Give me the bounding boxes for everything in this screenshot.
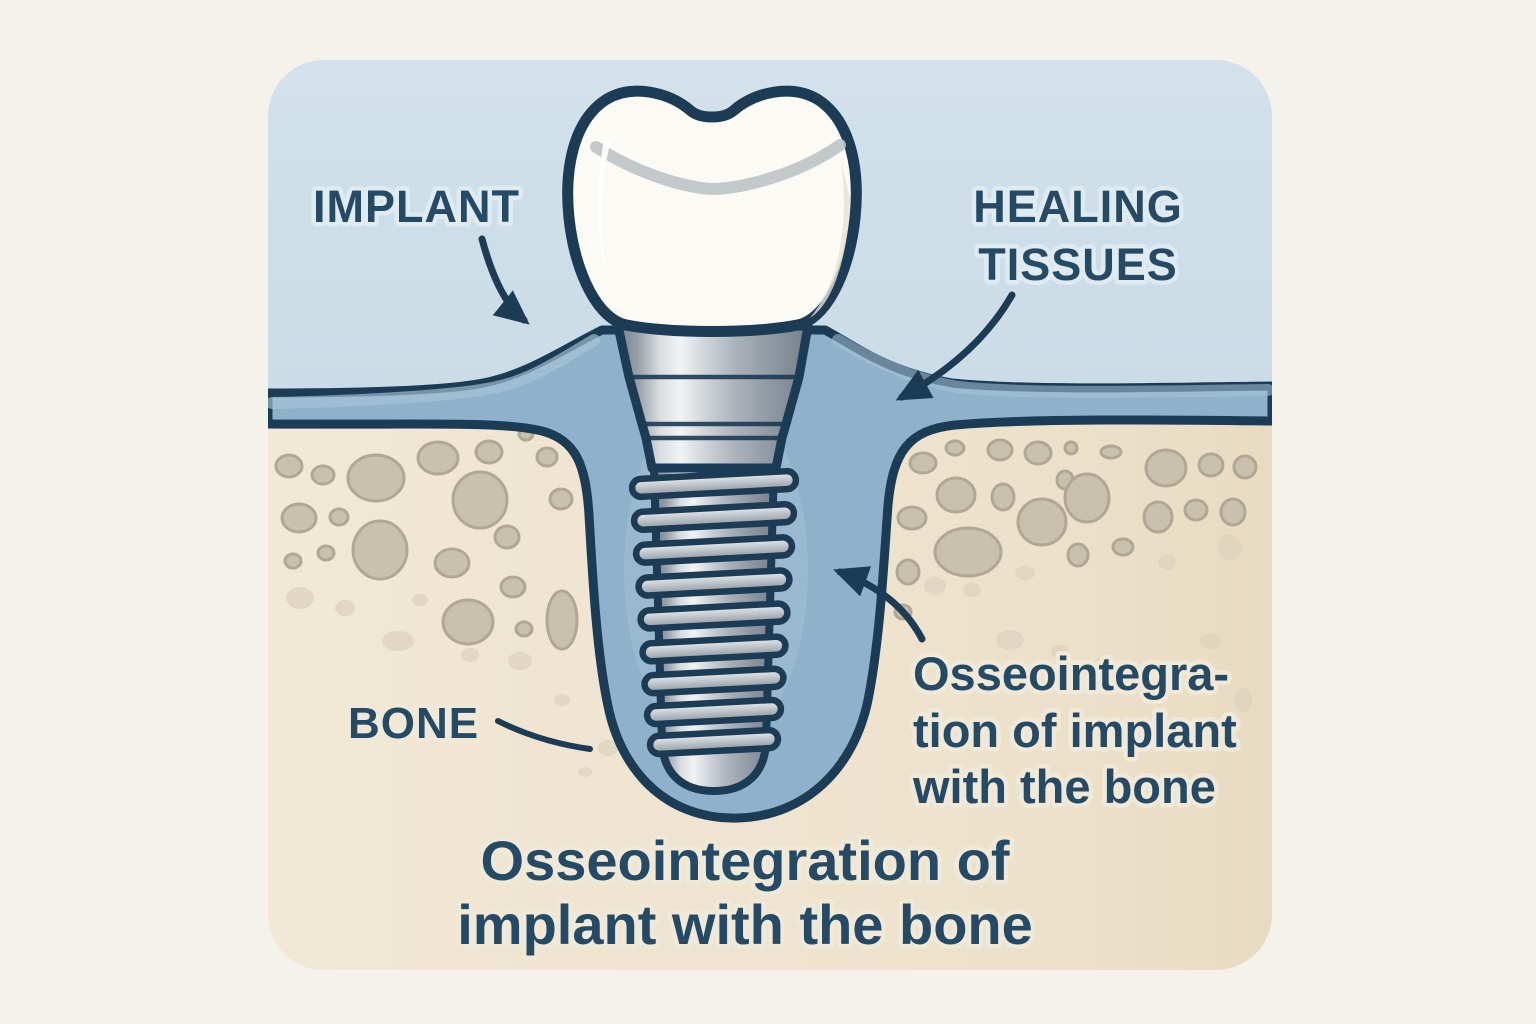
osseointegration-arrow-icon: [833, 566, 926, 643]
bone-shading: [268, 419, 1272, 970]
healing-tissues-label-line1: HEALING: [973, 181, 1183, 232]
implant-label: IMPLANT: [313, 181, 520, 232]
osseointegration-note-line3: with the bone: [912, 760, 1216, 813]
caption-line1: Osseointegration of: [481, 829, 1010, 892]
tissue-top-sheen-left: [268, 334, 600, 409]
bone-texture-right: [893, 438, 1258, 621]
bone-label: BONE: [348, 699, 479, 748]
crown-side-shading: [810, 162, 850, 318]
crown-highlight: [598, 138, 612, 285]
osseointegration-note-line1: Osseointegra-: [913, 647, 1229, 700]
caption-line2: implant with the bone: [457, 893, 1033, 956]
implant-arrow-icon: [478, 235, 530, 325]
implant-threads: [628, 467, 800, 758]
osseointegration-note-line2: tion of implant: [913, 704, 1237, 757]
implant-abutment: [613, 321, 813, 473]
bone-texture-left-faint: [286, 587, 618, 777]
implant-crown: [562, 85, 862, 337]
bone-pointer-line: [495, 718, 593, 752]
crown-top-shading: [590, 139, 846, 196]
healing-tissues-arrow-icon: [895, 291, 1016, 401]
bone-texture-left: [274, 426, 579, 651]
healing-tissues-label-line2: TISSUES: [978, 239, 1178, 290]
abutment-seams: [629, 374, 799, 441]
bone-texture-right-faint: [924, 534, 1252, 712]
tissue-top-sheen-right: [832, 334, 1272, 398]
